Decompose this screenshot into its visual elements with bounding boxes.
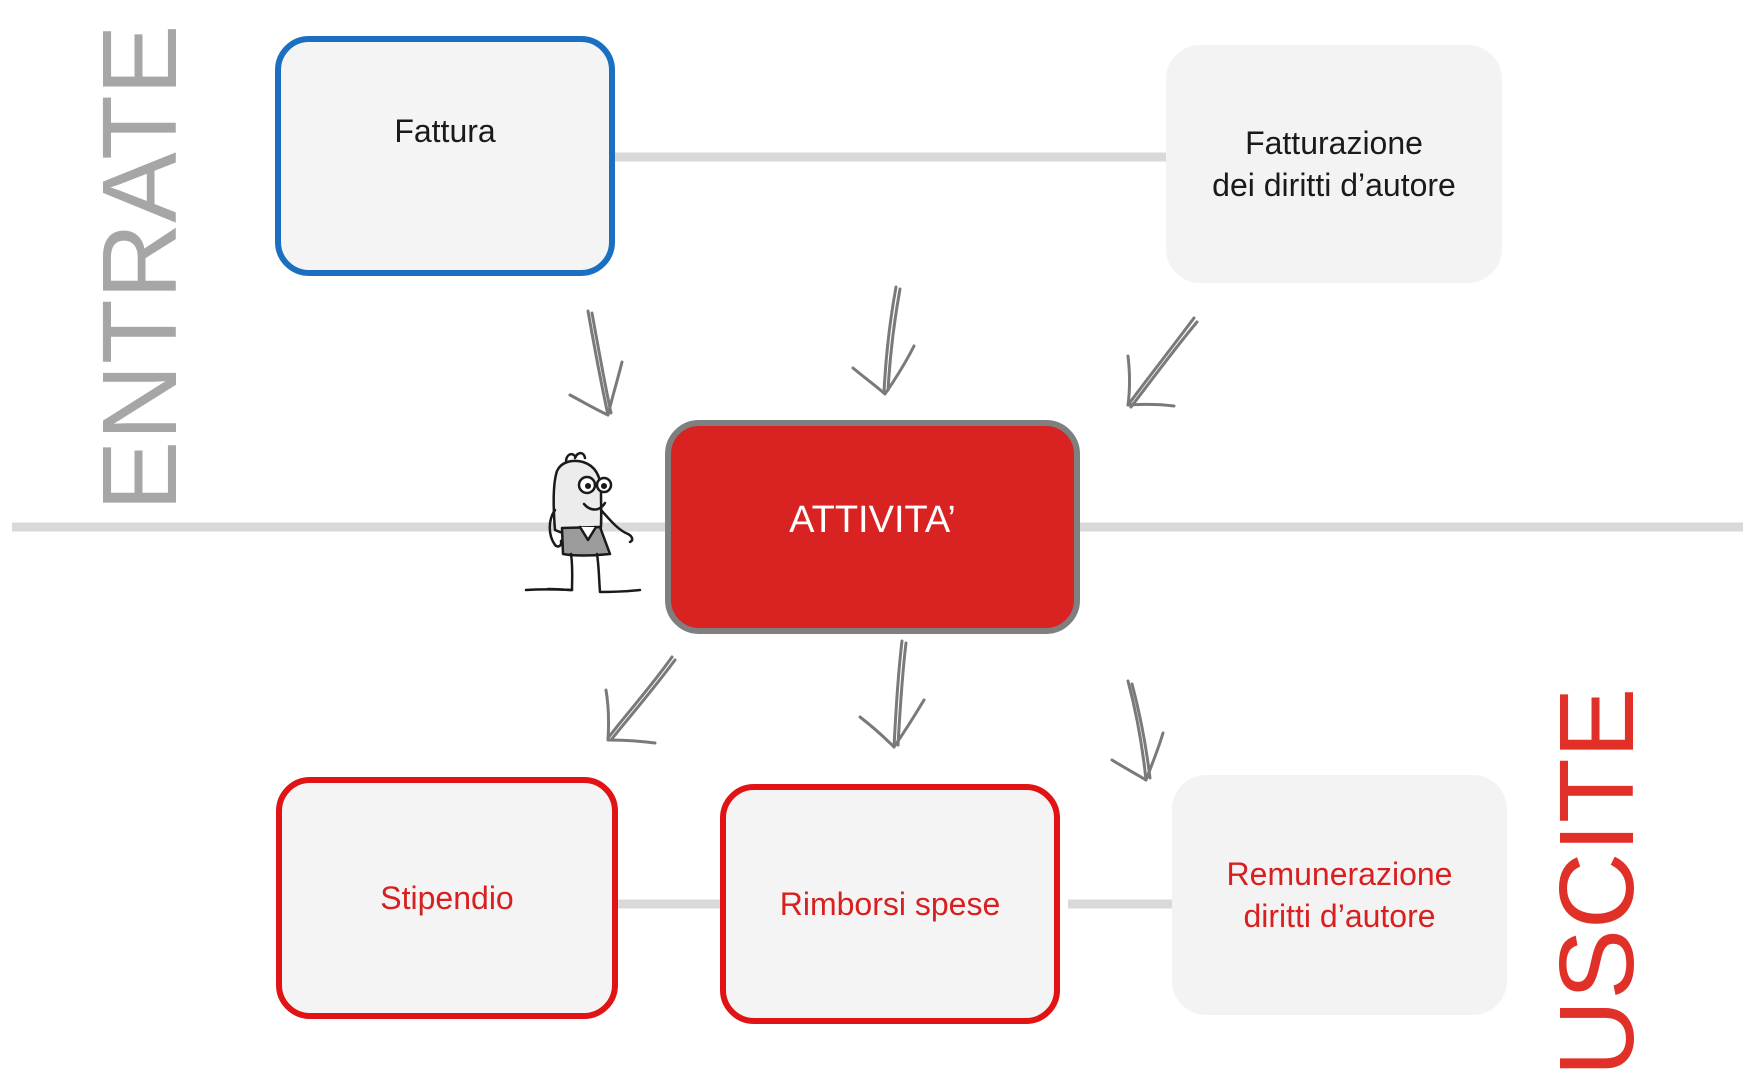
rimborsi-spese-box: Rimborsi spese	[720, 784, 1060, 1024]
entrate-label: ENTRATE	[81, 24, 199, 512]
attivita-box-label: ATTIVITA’	[789, 498, 956, 541]
remunerazione-diritti-box: Remunerazione diritti d’autore	[1172, 775, 1507, 1015]
arrow-center-to-attivita	[851, 285, 916, 396]
attivita-box: ATTIVITA’	[665, 420, 1080, 634]
arrow-attivita-to-rimborsi	[858, 639, 926, 749]
remunerazione-diritti-text: Remunerazione diritti d’autore	[1227, 853, 1453, 937]
fattura-box: Fattura	[275, 36, 615, 276]
stipendio-box-label: Stipendio	[380, 879, 514, 916]
arrow-attivita-to-stipendio	[604, 655, 677, 745]
fatturazione-diritti-line-1: Fatturazione	[1245, 124, 1423, 161]
stipendio-box: Stipendio	[276, 777, 618, 1019]
arrow-fatturazione-to-attivita	[1126, 316, 1199, 409]
uscite-label: USCITE	[1538, 687, 1656, 1076]
fatturazione-diritti-text: Fatturazione dei diritti d’autore	[1212, 122, 1456, 206]
arrow-fattura-to-attivita	[568, 309, 624, 417]
fatturazione-diritti-line-2: dei diritti d’autore	[1212, 167, 1456, 203]
fatturazione-diritti-box: Fatturazione dei diritti d’autore	[1166, 45, 1502, 283]
arrow-attivita-to-remunerazione	[1110, 679, 1165, 782]
cartoon-character-icon	[524, 451, 642, 594]
remunerazione-diritti-line-2: diritti d’autore	[1243, 898, 1436, 934]
remunerazione-diritti-line-1: Remunerazione	[1226, 855, 1453, 892]
rimborsi-spese-box-label: Rimborsi spese	[779, 885, 1001, 922]
fattura-box-label: Fattura	[394, 113, 496, 149]
